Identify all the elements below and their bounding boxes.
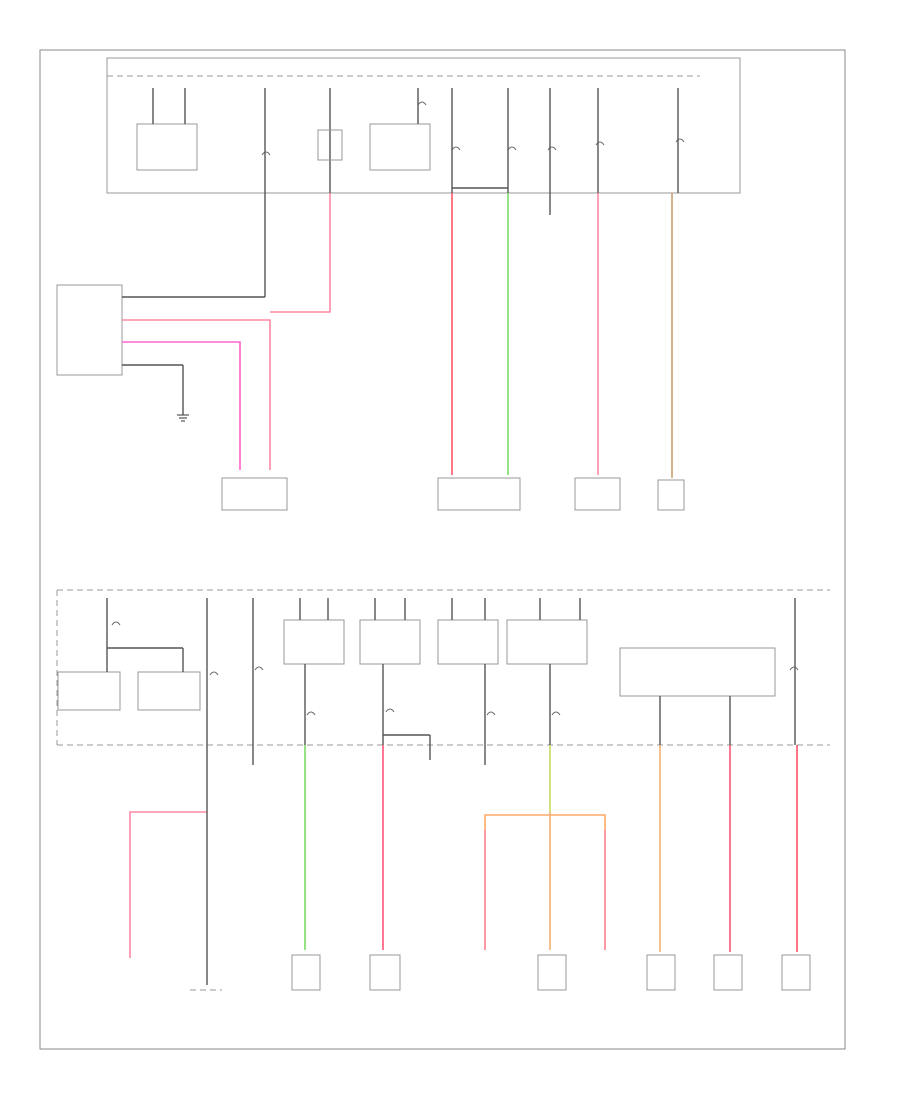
- component-box: [369, 954, 401, 991]
- top-fuse-box: [106, 57, 741, 194]
- top-components: [221, 477, 685, 511]
- component-box: [437, 477, 521, 511]
- fuse-symbol: [451, 146, 461, 151]
- component-box: [574, 477, 621, 511]
- wire-pink: [122, 319, 271, 470]
- fuse-symbol: [111, 621, 121, 626]
- relay-box: [57, 671, 121, 711]
- fuse-symbol: [551, 711, 561, 716]
- relay-box: [619, 647, 776, 697]
- fuse-symbol: [261, 151, 271, 156]
- relay-box: [283, 619, 345, 665]
- component-box: [291, 954, 321, 991]
- diagram-frame: [39, 49, 846, 1050]
- fuse-symbol: [254, 666, 264, 671]
- fuse-symbol: [595, 141, 605, 146]
- fuse-symbol: [417, 101, 427, 106]
- fuse-symbol: [209, 671, 219, 676]
- component-box: [657, 479, 685, 511]
- fuse-symbol: [385, 708, 395, 713]
- top-wires: [122, 193, 673, 478]
- bottom-wires: [129, 745, 798, 985]
- wire-magenta: [122, 341, 241, 470]
- bottom-components: [190, 954, 811, 991]
- fuse-symbol: [789, 666, 799, 671]
- run-start-relay: [369, 123, 431, 171]
- top-fuse-block: [106, 57, 741, 215]
- bottom-fuse-block: [56, 589, 830, 765]
- relay-box: [506, 619, 588, 665]
- relay-box: [359, 619, 421, 665]
- fuse-symbol: [507, 146, 517, 151]
- wire-pink: [270, 193, 331, 313]
- component-box: [537, 954, 567, 991]
- fuse-symbol: [486, 711, 496, 716]
- relay-box: [137, 671, 201, 711]
- component-box: [221, 477, 288, 511]
- ignition-switch: [56, 193, 266, 422]
- component-box: [646, 954, 676, 991]
- fuse-symbol: [675, 138, 685, 143]
- cooling-relay: [136, 123, 198, 171]
- wire-pink: [129, 811, 207, 958]
- ground-icon: [177, 414, 189, 422]
- relay-box: [437, 619, 499, 665]
- fuse-symbol: [306, 711, 316, 716]
- wire-orange: [484, 814, 606, 950]
- component-box: [781, 954, 811, 991]
- fuse-symbol: [547, 146, 557, 151]
- component-box: [713, 954, 743, 991]
- ignition-switch-box: [56, 284, 123, 376]
